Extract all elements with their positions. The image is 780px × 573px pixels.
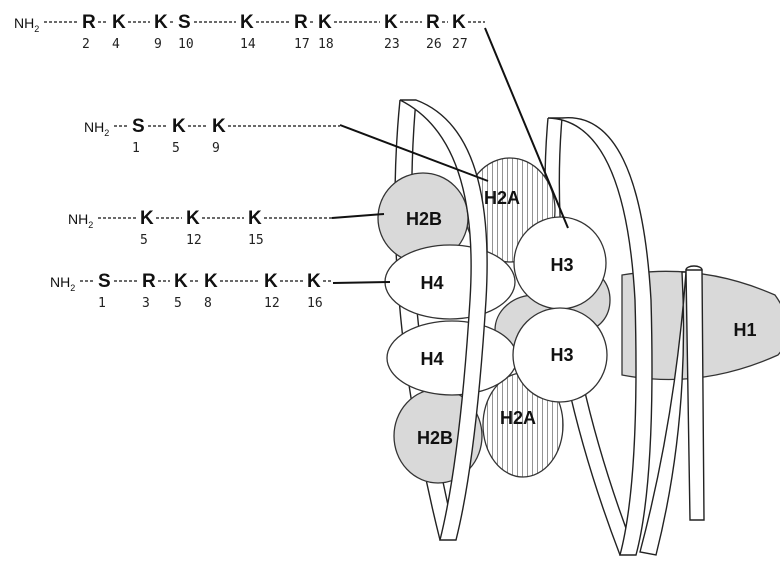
h2b-top-label: H2B (406, 209, 442, 229)
residue-position: 17 (294, 37, 310, 52)
residue-letter: S (98, 271, 111, 292)
residue-position: 18 (318, 37, 334, 52)
h4-tail: NH2 S 1 R 3 K 5 K 8 K 12 K 16 (50, 271, 333, 311)
h3-tail: NH2 R 2 K 4 K 9 S 10 K 14 R 17 K 18 K 23 R 26 K 27 (14, 12, 485, 52)
h4-bottom (386, 320, 518, 396)
residue-position: 4 (112, 37, 120, 52)
residue-position: 16 (307, 296, 323, 311)
residue-position: 14 (240, 37, 256, 52)
h3-bottom-label: H3 (550, 345, 573, 365)
residue-letter: S (178, 12, 191, 33)
residue-letter: K (318, 12, 332, 33)
residue-position: 5 (172, 141, 180, 156)
residue-letter: R (142, 271, 156, 292)
residue-position: 1 (98, 296, 106, 311)
residue-letter: K (212, 116, 226, 137)
nh2-terminus-label: NH2 (84, 119, 109, 138)
residue-letter: K (186, 208, 200, 229)
histone-octamer: H2A H2B H2A H2B H4 H4 H3 H3 (377, 157, 611, 484)
h1-label: H1 (733, 320, 756, 340)
residue-letter: R (426, 12, 440, 33)
residue-position: 5 (174, 296, 182, 311)
residue-letter: K (140, 208, 154, 229)
h2b-tail: NH2 K 5 K 12 K 15 (68, 208, 332, 248)
h3-top-label: H3 (550, 255, 573, 275)
h4-bottom-label: H4 (420, 349, 443, 369)
residue-letter: K (384, 12, 398, 33)
h4-top (384, 244, 516, 320)
h2b-tail-connector (331, 213, 385, 219)
residue-position: 12 (264, 296, 280, 311)
residue-letter: K (112, 12, 126, 33)
h2a-top-label: H2A (484, 188, 520, 208)
residue-letter: K (154, 12, 168, 33)
residue-letter: K (452, 12, 466, 33)
residue-position: 3 (142, 296, 150, 311)
residue-letter: K (248, 208, 262, 229)
residue-position: 10 (178, 37, 194, 52)
residue-position: 27 (452, 37, 468, 52)
tail-connectors (331, 27, 569, 284)
nh2-terminus-label: NH2 (68, 211, 93, 230)
residue-letter: K (204, 271, 218, 292)
residue-position: 5 (140, 233, 148, 248)
h4-top-label: H4 (420, 273, 443, 293)
h2a-tail: NH2 S 1 K 5 K 9 (84, 116, 340, 156)
dna-coil-front (399, 99, 705, 556)
residue-letter: S (132, 116, 145, 137)
residue-position: 26 (426, 37, 442, 52)
residue-letter: K (172, 116, 186, 137)
nh2-terminus-label: NH2 (50, 274, 75, 293)
h4-tail-connector (332, 281, 391, 284)
residue-letter: K (264, 271, 278, 292)
residue-position: 8 (204, 296, 212, 311)
residue-letter: K (307, 271, 321, 292)
h3-tail-connector (484, 27, 569, 229)
residue-position: 23 (384, 37, 400, 52)
nh2-terminus-label: NH2 (14, 15, 39, 34)
residue-letter: K (174, 271, 188, 292)
residue-position: 9 (212, 141, 220, 156)
residue-letter: K (240, 12, 254, 33)
h2a-tail-connector (339, 124, 489, 182)
h2a-bottom-label: H2A (500, 408, 536, 428)
residue-position: 9 (154, 37, 162, 52)
residue-letter: R (294, 12, 308, 33)
residue-position: 1 (132, 141, 140, 156)
residue-position: 12 (186, 233, 202, 248)
h3-bottom (512, 307, 608, 403)
residue-position: 15 (248, 233, 264, 248)
residue-letter: R (82, 12, 96, 33)
h2b-bottom-label: H2B (417, 428, 453, 448)
residue-position: 2 (82, 37, 90, 52)
